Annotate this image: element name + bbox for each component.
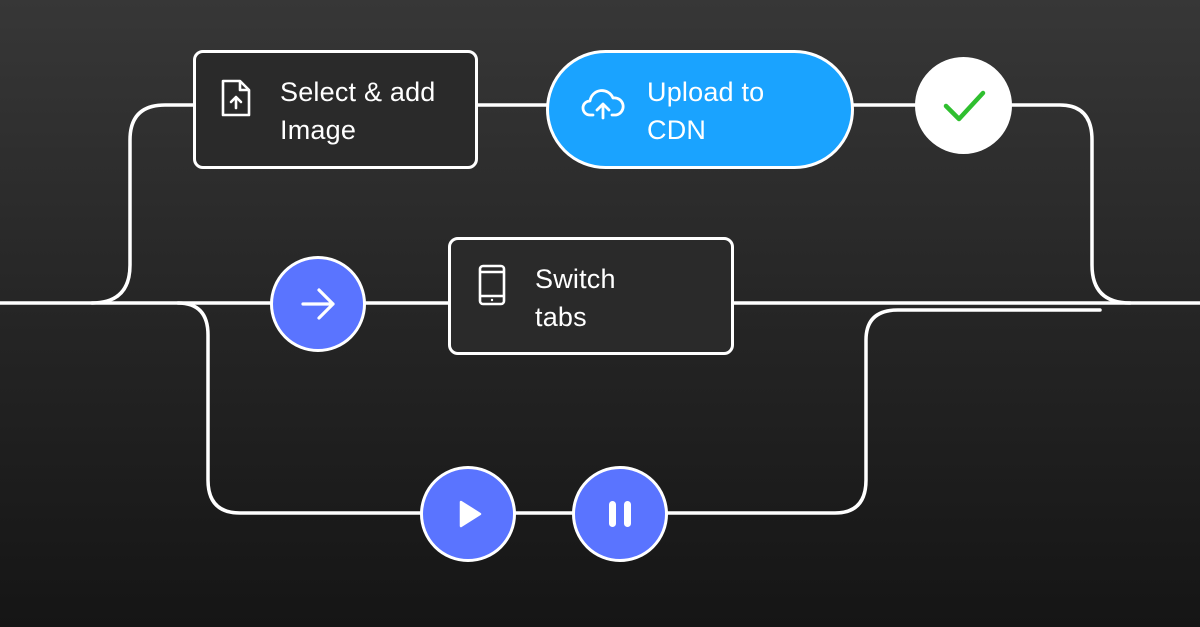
done-node[interactable] <box>915 57 1012 154</box>
select-image-label: Select & add Image <box>280 77 436 145</box>
select-image-node[interactable]: Select & add Image <box>193 50 478 169</box>
next-step-node[interactable] <box>270 256 366 352</box>
check-icon <box>943 90 985 121</box>
top-branch-connector <box>90 103 197 305</box>
play-icon <box>459 500 482 528</box>
bottom-branch-return-connector <box>664 308 1102 515</box>
switch-tabs-label: Switch tabs <box>535 264 616 332</box>
arrow-right-icon <box>301 288 335 320</box>
file-upload-icon <box>221 79 251 117</box>
pause-icon <box>609 501 631 527</box>
upload-cdn-label: Upload to CDN <box>647 77 765 145</box>
bottom-branch-connector <box>176 301 424 515</box>
play-node[interactable] <box>420 466 516 562</box>
upload-cdn-node[interactable]: Upload to CDN <box>546 50 854 169</box>
top-branch-return-connector <box>1008 103 1132 305</box>
smartphone-icon <box>478 264 506 306</box>
switch-tabs-node[interactable]: Switch tabs <box>448 237 734 355</box>
cloud-upload-icon <box>581 89 625 120</box>
pause-node[interactable] <box>572 466 668 562</box>
